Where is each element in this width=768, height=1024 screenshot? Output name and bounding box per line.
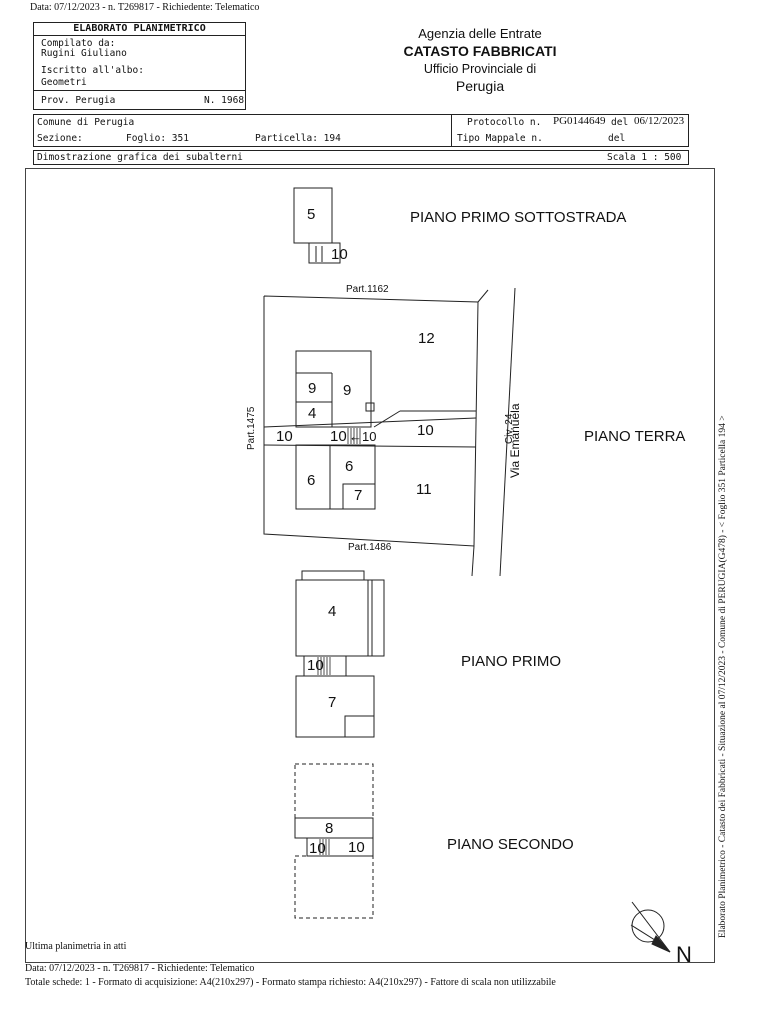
parcel-label: Part.1475 (246, 406, 257, 450)
unit-label: 6 (345, 458, 354, 475)
tipo-del-label: del (608, 133, 626, 144)
iscritto-label: Iscritto all'albo: (41, 65, 144, 76)
unit-label: 7 (328, 694, 337, 711)
unit-label: 8 (325, 820, 334, 837)
agency-line-1: Agenzia delle Entrate (418, 26, 542, 41)
floor-label-terra: PIANO TERRA (584, 428, 686, 445)
protocollo-value: PG0144649 (553, 115, 606, 127)
sezione-label: Sezione: (37, 133, 83, 144)
footer-data: Data: 07/12/2023 - n. T269817 - Richiede… (25, 963, 255, 974)
description: Dimostrazione grafica dei subalterni (37, 152, 243, 163)
agency-line-4: Perugia (455, 78, 505, 94)
del-label: del (611, 117, 629, 128)
unit-label: 10 (276, 428, 293, 445)
compilato-label: Compilato da: (41, 38, 116, 49)
unit-label: 4 (328, 603, 337, 620)
unit-label: 10 (330, 428, 347, 445)
agency-line-3: Ufficio Provinciale di (423, 62, 537, 76)
side-caption: Elaborato Planimetrico - Catasto dei Fab… (718, 415, 728, 938)
footer-ultima: Ultima planimetria in atti (25, 941, 127, 952)
unit-label: 10 (331, 246, 348, 263)
particella: Particella: 194 (255, 133, 341, 144)
agency-line-2: CATASTO FABBRICATI (403, 43, 557, 59)
floor-label-primo: PIANO PRIMO (461, 653, 562, 670)
description-bar (33, 150, 689, 165)
unit-label: 11 (416, 481, 432, 498)
unit-label: 12 (418, 330, 435, 347)
footer-totale: Totale schede: 1 - Formato di acquisizio… (25, 977, 556, 988)
parcel-label: Part.1162 (346, 284, 389, 295)
unit-label: 4 (308, 405, 317, 422)
protocollo-date: 06/12/2023 (634, 115, 685, 127)
tipo-mappale: Tipo Mappale n. (457, 133, 543, 144)
unit-label: 10 (307, 657, 324, 674)
protocollo-label: Protocollo n. (467, 117, 542, 128)
foglio: Foglio: 351 (126, 133, 189, 144)
unit-label: 6 (307, 472, 316, 489)
unit-label: 9 (308, 380, 317, 397)
compilato-name: Rugini Giuliano (41, 48, 127, 59)
north-label: N (676, 942, 692, 967)
unit-label: 5 (307, 206, 316, 223)
box-title: ELABORATO PLANIMETRICO (73, 23, 206, 34)
scale: Scala 1 : 500 (607, 152, 682, 163)
info-box (33, 114, 689, 147)
prov-number: N. 1968 (204, 95, 245, 106)
street-name: Via Emanuela (508, 403, 522, 479)
floor-label-secondo: PIANO SECONDO (447, 836, 574, 853)
drawing-frame (25, 168, 715, 963)
unit-label: 10 (417, 422, 434, 439)
parcel-label: Part.1486 (348, 542, 392, 553)
unit-label: 10 (309, 840, 326, 857)
comune: Comune di Perugia (37, 117, 135, 128)
unit-label: 9 (343, 382, 352, 399)
prov-label: Prov. Perugia (41, 95, 116, 106)
iscritto-value: Geometri (41, 77, 87, 88)
unit-label: ←10 (349, 429, 377, 444)
compiler-box (33, 22, 246, 110)
floor-label-sottostrada: PIANO PRIMO SOTTOSTRADA (410, 209, 627, 226)
unit-label: 10 (348, 839, 365, 856)
top-stamp: Data: 07/12/2023 - n. T269817 - Richiede… (30, 2, 260, 13)
unit-label: 7 (354, 487, 363, 504)
